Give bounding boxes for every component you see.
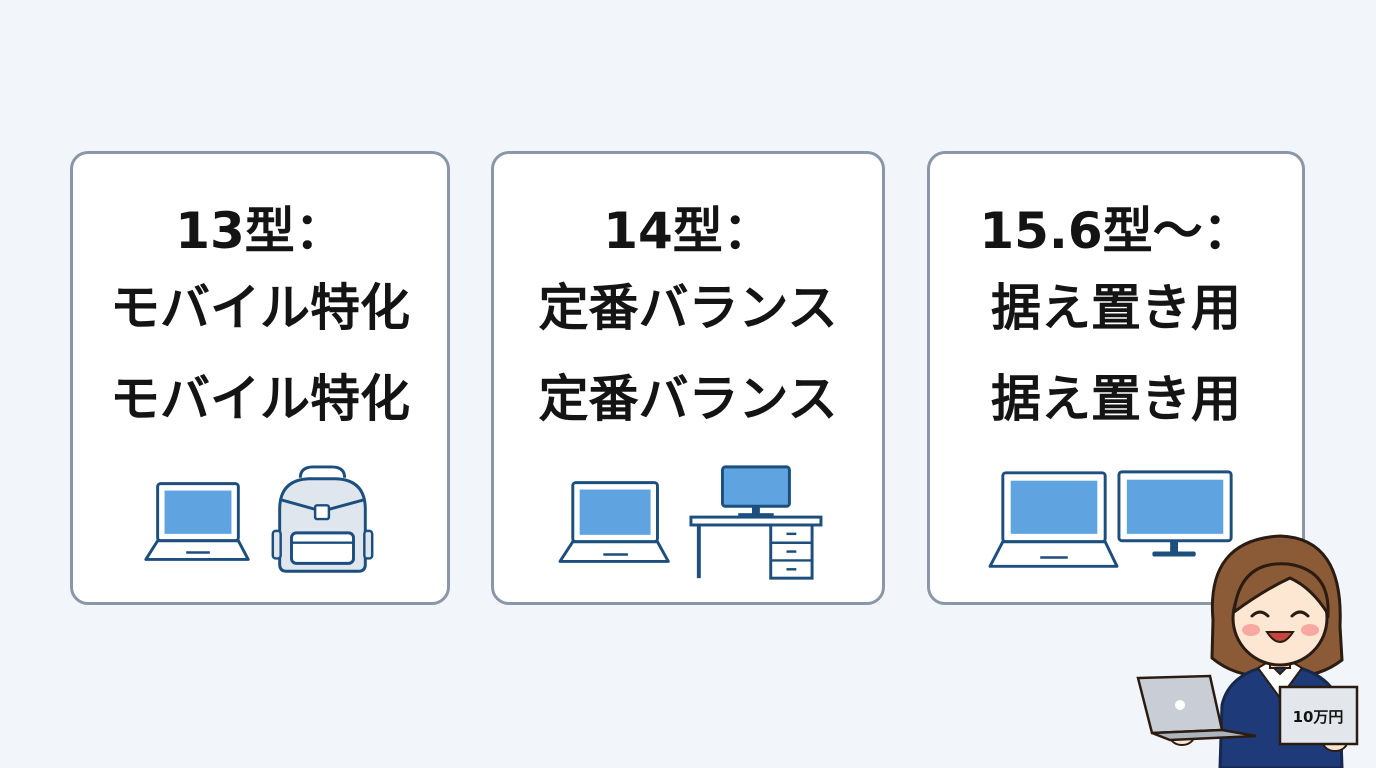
desk-with-monitor-icon (689, 465, 823, 580)
card-subheading: モバイル特化 (110, 279, 410, 337)
laptop-icon (144, 482, 250, 561)
card-icons (144, 465, 374, 573)
card-subheading-repeat: 定番バランス (538, 370, 838, 428)
size-card-13: 13型： モバイル特化 モバイル特化 (70, 151, 450, 605)
card-subheading-repeat: 据え置き用 (991, 370, 1241, 428)
card-subheading-repeat: モバイル特化 (110, 370, 410, 428)
card-icons (988, 470, 1233, 568)
mascot-character: 10万円 (1136, 534, 1359, 768)
monitor-icon (1117, 470, 1233, 557)
price-sign: 10万円 (1278, 685, 1359, 746)
card-subheading: 定番バランス (538, 279, 838, 337)
large-laptop-icon (988, 471, 1119, 568)
card-heading: 15.6型〜： (979, 202, 1253, 260)
size-card-14: 14型： 定番バランス 定番バランス (491, 151, 885, 605)
price-sign-label: 10万円 (1293, 708, 1344, 726)
card-heading: 13型： (175, 202, 345, 260)
held-laptop-icon (1136, 674, 1257, 742)
card-subheading: 据え置き用 (991, 279, 1241, 337)
backpack-icon (271, 465, 374, 573)
size-card-15-6: 15.6型〜： 据え置き用 据え置き用 (927, 151, 1305, 605)
card-heading: 14型： (603, 202, 773, 260)
laptop-icon (558, 481, 670, 563)
card-icons (558, 465, 823, 580)
